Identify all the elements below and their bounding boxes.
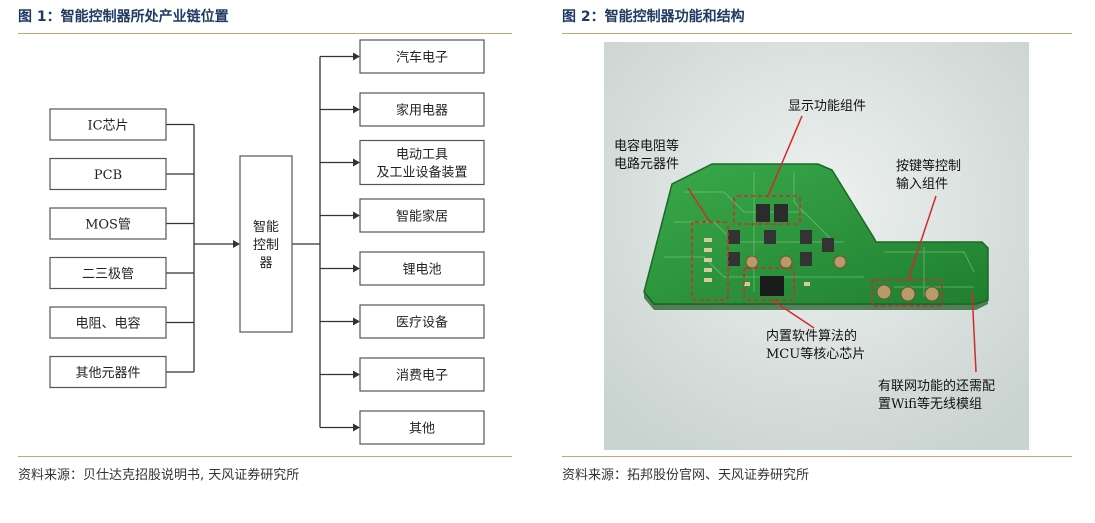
figure-1-top-rule (18, 33, 512, 34)
output-label: 医疗设备 (396, 315, 448, 331)
mcu-chip (760, 276, 784, 296)
input-box (49, 256, 167, 290)
input-label: 二三极管 (82, 267, 134, 282)
figure-1-bottom-rule (18, 456, 512, 457)
figure-2-top-rule (562, 33, 1072, 34)
arrowhead (233, 240, 240, 248)
passive-components (704, 238, 810, 286)
component-labels: 显示功能组件 电容电阻等 电路元器件 按键等控制 输入组件 内置软件算法的 MC… (614, 99, 995, 412)
output-box (359, 410, 485, 445)
output-label: 及工业设备装置 (376, 165, 467, 181)
input-box (49, 157, 167, 191)
figure-1-title: 图 1：智能控制器所处产业链位置 (18, 9, 229, 25)
label-mcu-1: 内置软件算法的 (766, 328, 857, 344)
output-label: 电动工具 (396, 148, 448, 163)
label-display: 显示功能组件 (788, 99, 866, 114)
input-label: MOS管 (85, 218, 131, 233)
input-box (49, 207, 167, 240)
output-label: 其他 (409, 422, 435, 437)
label-mcu-2: MCU等核心芯片 (766, 346, 865, 362)
label-resistor-1: 电容电阻等 (614, 138, 679, 154)
arrowhead (353, 211, 360, 220)
arrowhead (353, 317, 360, 326)
arrowhead (353, 423, 360, 432)
output-box (359, 357, 485, 392)
arrowhead (353, 158, 360, 167)
figure-1-source: 资料来源：贝仕达克招股说明书, 天风证券研究所 (18, 468, 300, 483)
arrowhead (353, 370, 360, 379)
controller-label: 智能 (253, 220, 279, 235)
output-box (359, 198, 485, 233)
controller-label: 控制 (253, 238, 279, 253)
input-label: PCB (94, 168, 122, 183)
controller-box (239, 155, 293, 333)
figure-2-title: 图 2：智能控制器功能和结构 (562, 9, 745, 25)
label-wifi-2: 置Wifi等无线模组 (878, 396, 982, 412)
callout-leaders (687, 115, 977, 373)
output-box (359, 139, 485, 186)
controller-label: 器 (259, 256, 272, 271)
output-box (359, 92, 485, 127)
output-box (359, 304, 485, 339)
input-box (49, 306, 167, 339)
input-label: 其他元器件 (75, 366, 140, 381)
label-keys-2: 输入组件 (896, 176, 948, 192)
input-label: IC芯片 (87, 119, 128, 134)
seven-segment-displays (728, 204, 834, 266)
pcb-edge (644, 292, 988, 310)
figure-2-bottom-rule (562, 456, 1072, 457)
output-label: 消费电子 (396, 369, 448, 384)
output-box (359, 251, 485, 286)
output-label: 锂电池 (402, 263, 441, 278)
figure-2-source: 资料来源：拓邦股份官网、天风证券研究所 (562, 468, 810, 483)
input-label: 电阻、电容 (75, 316, 140, 332)
label-wifi-1: 有联网功能的还需配 (878, 378, 995, 394)
input-box (49, 108, 167, 141)
label-keys-1: 按键等控制 (896, 158, 961, 174)
tactile-buttons (745, 255, 940, 302)
arrowhead (353, 105, 360, 114)
controller-board-figure: 显示功能组件 电容电阻等 电路元器件 按键等控制 输入组件 内置软件算法的 MC… (604, 42, 1029, 450)
output-label: 汽车电子 (396, 50, 448, 66)
input-box (49, 355, 167, 389)
output-label: 智能家居 (396, 209, 448, 225)
arrowhead (353, 52, 360, 61)
output-box (359, 39, 485, 74)
arrowhead (353, 264, 360, 273)
output-label: 家用电器 (396, 103, 448, 119)
label-resistor-2: 电路元器件 (614, 156, 679, 172)
